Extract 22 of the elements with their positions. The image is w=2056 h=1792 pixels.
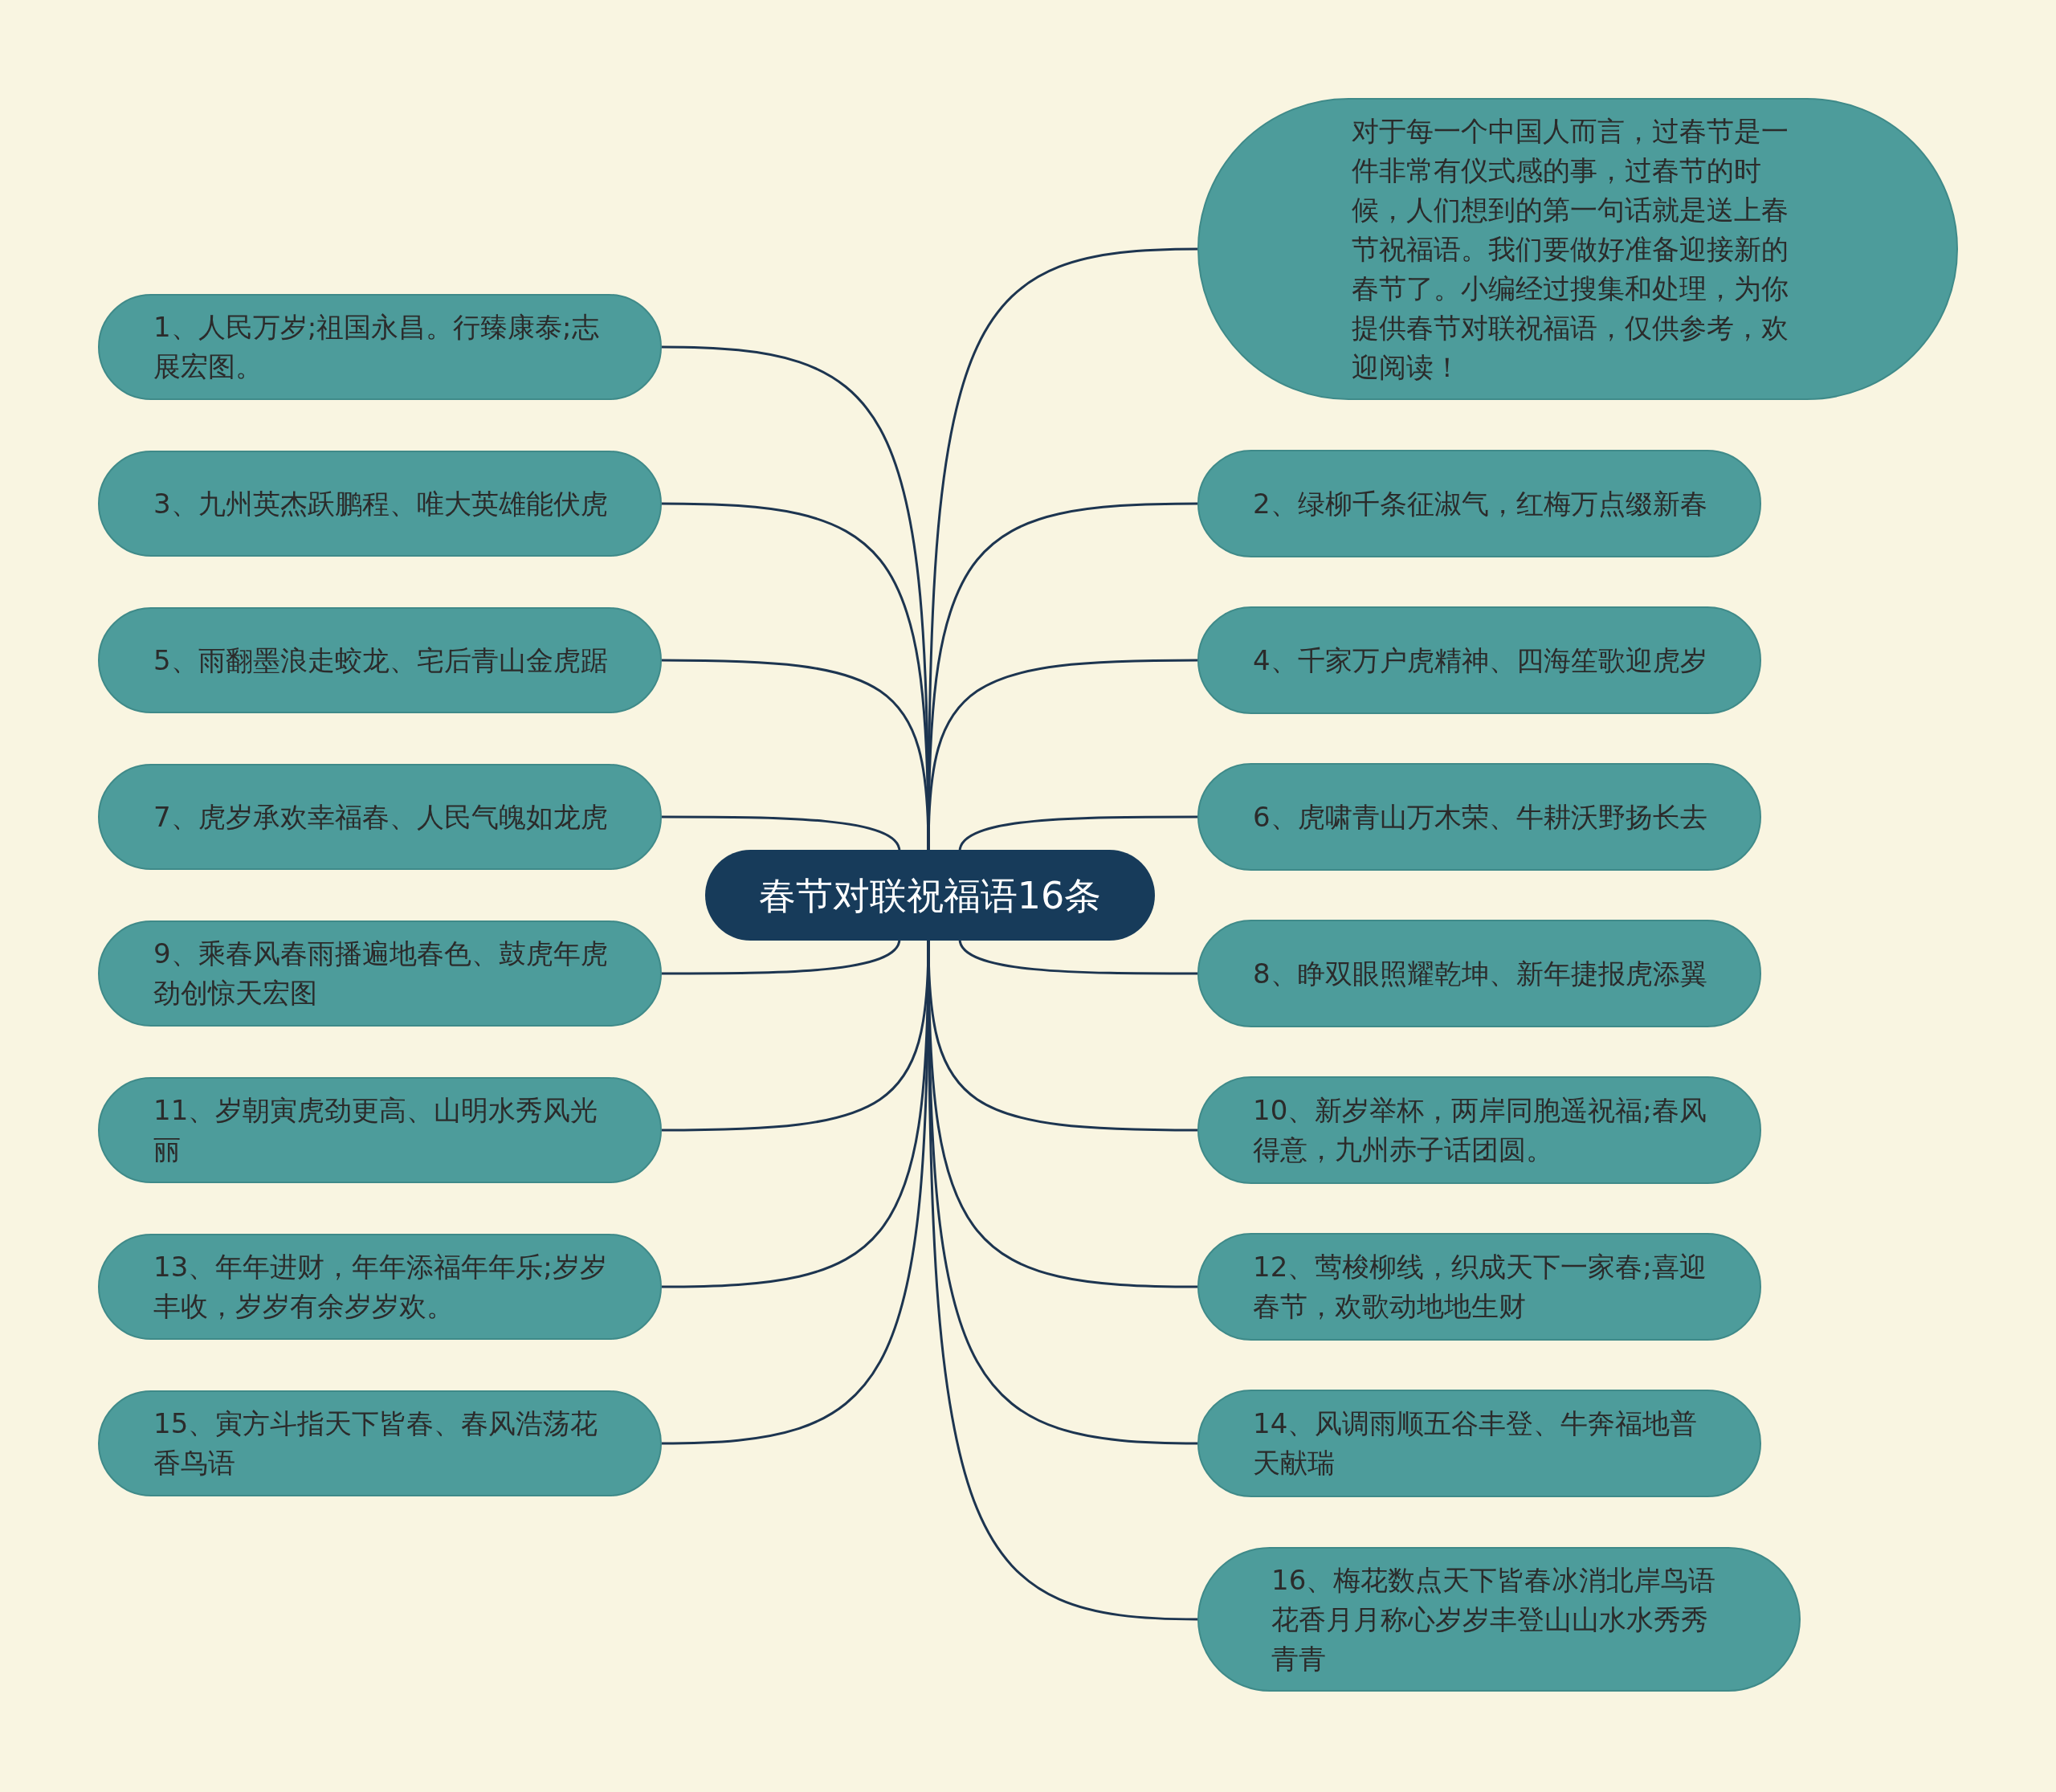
topic-text: 4、千家万户虎精神、四海笙歌迎虎岁 xyxy=(1253,643,1708,678)
topic-text: 15、寅方斗指天下皆春、春风浩荡花香鸟语 xyxy=(153,1406,599,1480)
topic-text: 6、虎啸青山万木荣、牛耕沃野扬长去 xyxy=(1253,799,1708,835)
topic-text: 2、绿柳千条征淑气，红梅万点缀新春 xyxy=(1253,486,1708,521)
topic-text: 对于每一个中国人而言，过春节是一件非常有仪式感的事，过春节的时候，人们想到的第一句话就是送上春节祝福语。我们要做好准备迎接新的春节了。小编经过搜集和处理，为你提供春节对联祝福语，仅供参考，欢迎阅读！ xyxy=(1352,113,1789,385)
topic-text: 16、梅花数点天下皆春冰消北岸鸟语花香月月称心岁岁丰登山山水水秀秀青青 xyxy=(1271,1562,1717,1676)
topic-text: 11、岁朝寅虎劲更高、山明水秀风光丽 xyxy=(153,1093,599,1167)
topic-text: 9、乘春风春雨播遍地春色、鼓虎年虎劲创惊天宏图 xyxy=(153,937,609,1010)
topic-text: 13、年年进财，年年添福年年乐;岁岁丰收，岁岁有余岁岁欢。 xyxy=(153,1250,608,1324)
topic-text: 10、新岁举杯，两岸同胞遥祝福;春风得意，九州赤子话团圆。 xyxy=(1253,1093,1707,1167)
connector-line xyxy=(958,815,1197,852)
topic-text: 8、睁双眼照耀乾坤、新年捷报虎添翼 xyxy=(1253,956,1708,991)
connector-line xyxy=(662,938,901,975)
connector-line xyxy=(958,938,1197,975)
topic-text: 14、风调雨顺五谷丰登、牛奔福地普天献瑞 xyxy=(1253,1406,1699,1480)
topic-text: 12、莺梭柳线，织成天下一家春;喜迎春节，欢歌动地地生财 xyxy=(1253,1250,1707,1324)
topic-text: 3、九州英杰跃鹏程、唯大英雄能伏虎 xyxy=(153,486,609,521)
central-title: 春节对联祝福语16条 xyxy=(757,872,1103,918)
connector-line xyxy=(662,815,901,852)
topic-text: 7、虎岁承欢幸福春、人民气魄如龙虎 xyxy=(153,799,609,835)
topic-text: 1、人民万岁;祖国永昌。行臻康泰;志展宏图。 xyxy=(153,310,600,384)
topic-text: 5、雨翻墨浪走蛟龙、宅后青山金虎踞 xyxy=(153,643,609,678)
